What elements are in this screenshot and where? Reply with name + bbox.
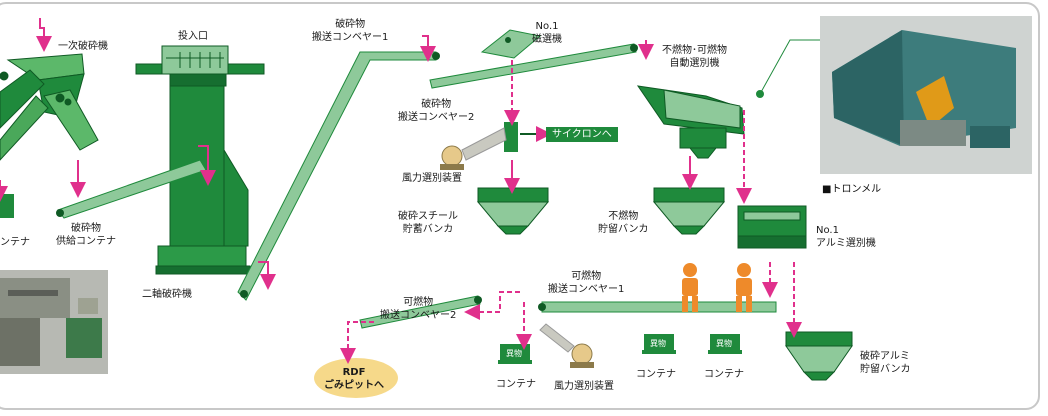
- label-no1-magnet: No.1 磁選機: [532, 21, 562, 45]
- left-container: [0, 194, 14, 218]
- label-foreign-a: 異物: [506, 349, 522, 358]
- label-auto-sorter: 不燃物･可燃物 自動選別機: [662, 45, 727, 69]
- noncomb-hopper: [652, 187, 726, 235]
- label-to-cyclone: サイクロンへ: [546, 127, 618, 142]
- worker-figure-2: [736, 263, 752, 312]
- label-trommel: ■トロンメル: [822, 184, 882, 195]
- no1-alu-sorter: [737, 205, 807, 249]
- label-crushed-conveyor-2: 破砕物 搬送コンベヤー2: [398, 99, 475, 123]
- alu-hopper: [785, 331, 853, 381]
- label-feed-port: 投入口: [178, 31, 208, 42]
- container-c-shape: [708, 334, 742, 354]
- container-b-shape: [642, 334, 676, 354]
- label-alu-hopper: 破砕アルミ 貯留バンカ: [860, 351, 911, 375]
- label-crushed-supply-container: 破砕物 供給コンテナ: [56, 223, 116, 247]
- label-steel-hopper: 破砕スチール 貯蓄バンカ: [398, 211, 458, 235]
- crushed-conveyor-2: [429, 43, 637, 89]
- label-noncomb-hopper: 不燃物 貯留バンカ: [598, 211, 649, 235]
- primary-crusher: [0, 53, 99, 161]
- label-foreign-c: 異物: [716, 339, 732, 348]
- auto-sorter: [636, 85, 745, 159]
- label-comb-conveyor-2: 可燃物 搬送コンベヤー2: [380, 297, 457, 321]
- air-separator-1: [440, 122, 518, 170]
- left-photo: [0, 270, 108, 374]
- label-primary-crusher: 一次破砕機: [58, 41, 108, 52]
- label-foreign-b: 異物: [650, 339, 666, 348]
- label-left-container: ンテナ: [0, 237, 30, 248]
- label-rdf: RDF ごみピットへ: [324, 367, 384, 391]
- label-comb-conveyor-1: 可燃物 搬送コンベヤー1: [548, 271, 625, 295]
- label-container-c: コンテナ: [704, 369, 744, 380]
- worker-figure-1: [682, 263, 698, 312]
- steel-hopper: [476, 187, 550, 235]
- rdf-blob: [314, 358, 398, 398]
- no1-magnet: [480, 29, 542, 59]
- label-twin-shaft-crusher: 二軸破砕機: [142, 289, 192, 300]
- trommel-photo: [820, 16, 1032, 174]
- label-container-b: コンテナ: [636, 369, 676, 380]
- air-separator-2: [539, 323, 594, 368]
- label-air-separator-1: 風力選別装置: [402, 173, 462, 184]
- label-air-separator-2: 風力選別装置: [554, 381, 614, 392]
- label-container-a: コンテナ: [496, 379, 536, 390]
- label-crushed-conveyor-1: 破砕物 搬送コンベヤー1: [312, 19, 389, 43]
- label-no1-alu-sorter: No.1 アルミ選別機: [816, 225, 876, 249]
- diagram-frame: [0, 2, 1040, 410]
- comb-conveyor-2: [359, 295, 481, 329]
